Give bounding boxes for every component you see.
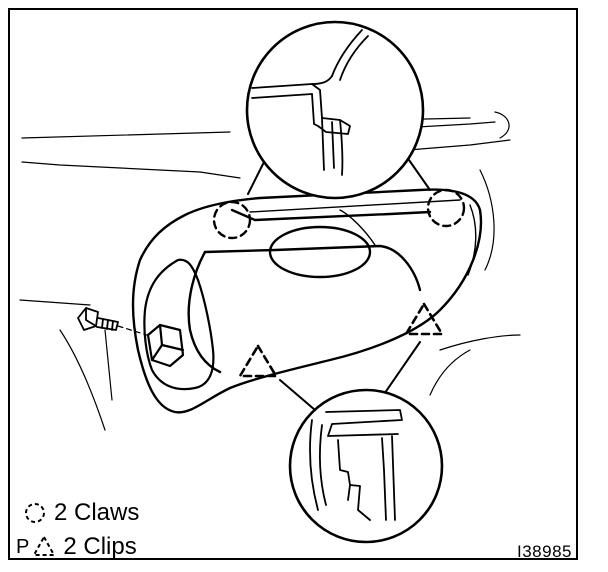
legend-clips-label: 2 Clips [63,533,137,560]
figure-frame [8,8,578,560]
trim-cover-body [131,188,483,414]
claw-marker-right [426,188,466,228]
side-panel [143,258,215,391]
legend-claws: 2 Claws [22,500,139,526]
claw-marker-left [212,200,252,240]
clip-detail-callout [279,341,444,544]
figure-id: I38985 [517,542,572,561]
triangle-dashed-icon [32,534,57,556]
clip-markers [238,302,444,378]
claw-detail-callout [245,20,431,200]
claw-markers [212,188,466,240]
clip-marker-left [238,344,278,378]
vehicle-body-lines [19,111,521,431]
legend-claws-label: 2 Claws [54,499,140,526]
legend-clips: P 2 Clips [16,534,137,560]
circle-dashed-icon [25,503,45,523]
legend-prefix-mark: P [16,535,30,558]
clip-marker-right [404,302,444,336]
bolt-icon [77,307,151,337]
